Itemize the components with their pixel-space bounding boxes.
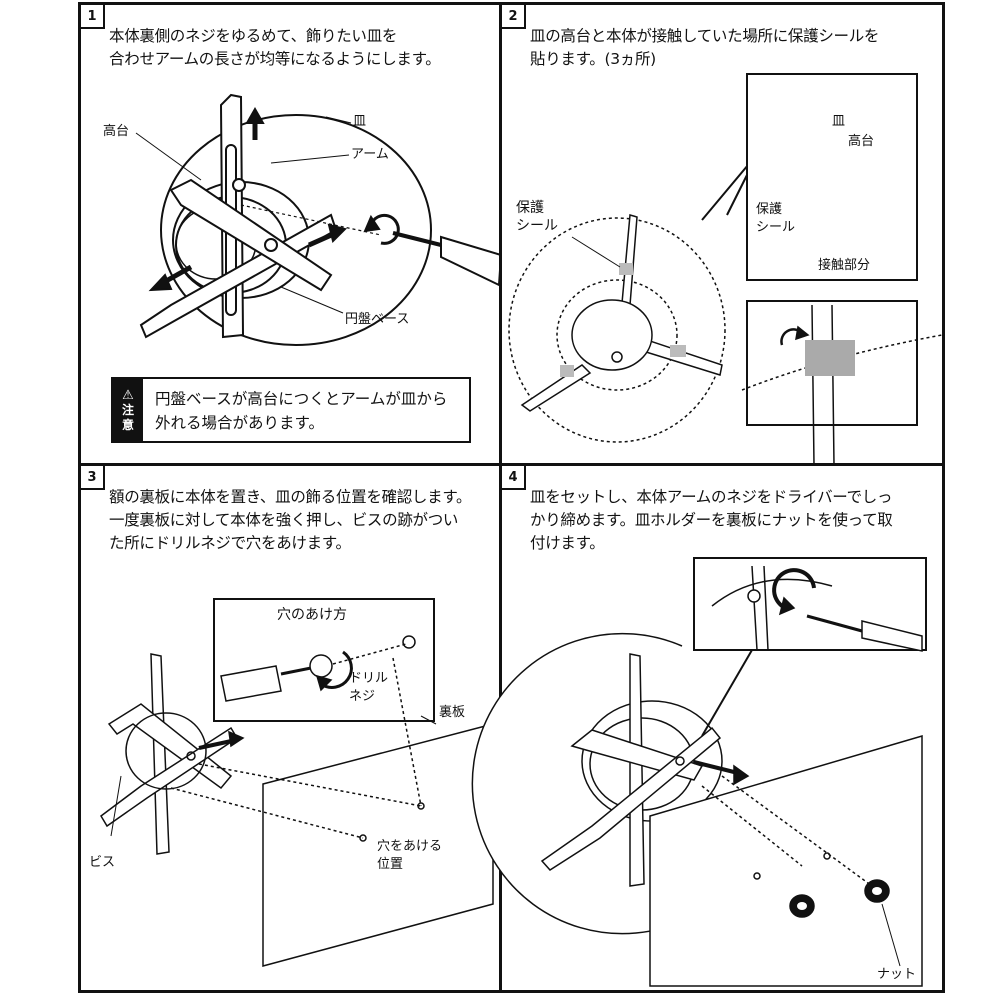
step-4-panel: 4 皿をセットし、本体アームのネジをドライバーでしっ かり締めます。皿ホルダーを… <box>471 463 945 993</box>
step-instruction: 皿をセットし、本体アームのネジをドライバーでしっ かり締めます。皿ホルダーを裏板… <box>530 488 893 552</box>
label-nut: ナット <box>877 967 917 982</box>
warning-icon: ⚠ <box>122 387 134 403</box>
caution-badge: ⚠ 注 意 <box>113 379 143 441</box>
inset-contact-detail <box>746 73 918 281</box>
step-number: 4 <box>502 466 526 490</box>
step-2-panel: 2 皿の高台と本体が接触していた場所に保護シールを 貼ります。(3ヵ所) <box>499 2 945 466</box>
label-backboard: 裏板 <box>439 705 466 720</box>
step-instruction: 皿の高台と本体が接触していた場所に保護シールを 貼ります。(3ヵ所) <box>530 27 880 68</box>
step-4-illustration <box>471 557 927 987</box>
step-instruction: 額の裏板に本体を置き、皿の飾る位置を確認します。 一度裏板に対して本体を強く押し… <box>109 488 472 552</box>
label-how-to-drill: 穴のあけ方 <box>277 607 347 623</box>
label-plate: 皿 <box>353 114 367 129</box>
step-number: 2 <box>502 5 526 29</box>
label-protective-seal-inset: 保護 シール <box>756 202 796 235</box>
label-koudai: 高台 <box>848 134 875 149</box>
step-instruction: 本体裏側のネジをゆるめて、飾りたい皿を 合わせアームの長さが均等になるようにしま… <box>109 27 441 68</box>
label-protective-seal: 保護 シール <box>516 200 558 234</box>
label-koudai: 高台 <box>103 124 130 139</box>
label-contact-area: 接触部分 <box>818 258 871 273</box>
step-3-panel: 3 額の裏板に本体を置き、皿の飾る位置を確認します。 一度裏板に対して本体を強く… <box>78 463 502 993</box>
step-number: 3 <box>81 466 105 490</box>
caution-box: ⚠ 注 意 円盤ベースが高台につくとアームが皿から 外れる場合があります。 <box>111 377 471 443</box>
step-number: 1 <box>81 5 105 29</box>
step-3-illustration <box>100 635 494 967</box>
step-1-panel: 1 本体裏側のネジをゆるめて、飾りたい皿を 合わせアームの長さが均等になるように… <box>78 2 503 466</box>
label-disc-base: 円盤ベース <box>345 312 410 327</box>
label-screw: ビス <box>89 855 116 870</box>
label-hole-position: 穴をあける 位置 <box>377 839 443 872</box>
inset-seal-detail <box>746 300 918 426</box>
caution-text: 円盤ベースが高台につくとアームが皿から 外れる場合があります。 <box>155 390 448 432</box>
label-arm: アーム <box>351 147 389 162</box>
caution-char: 注 <box>121 402 134 417</box>
caution-char: 意 <box>121 417 134 432</box>
label-drill-screw: ドリル ネジ <box>349 671 389 704</box>
label-plate: 皿 <box>832 114 846 129</box>
